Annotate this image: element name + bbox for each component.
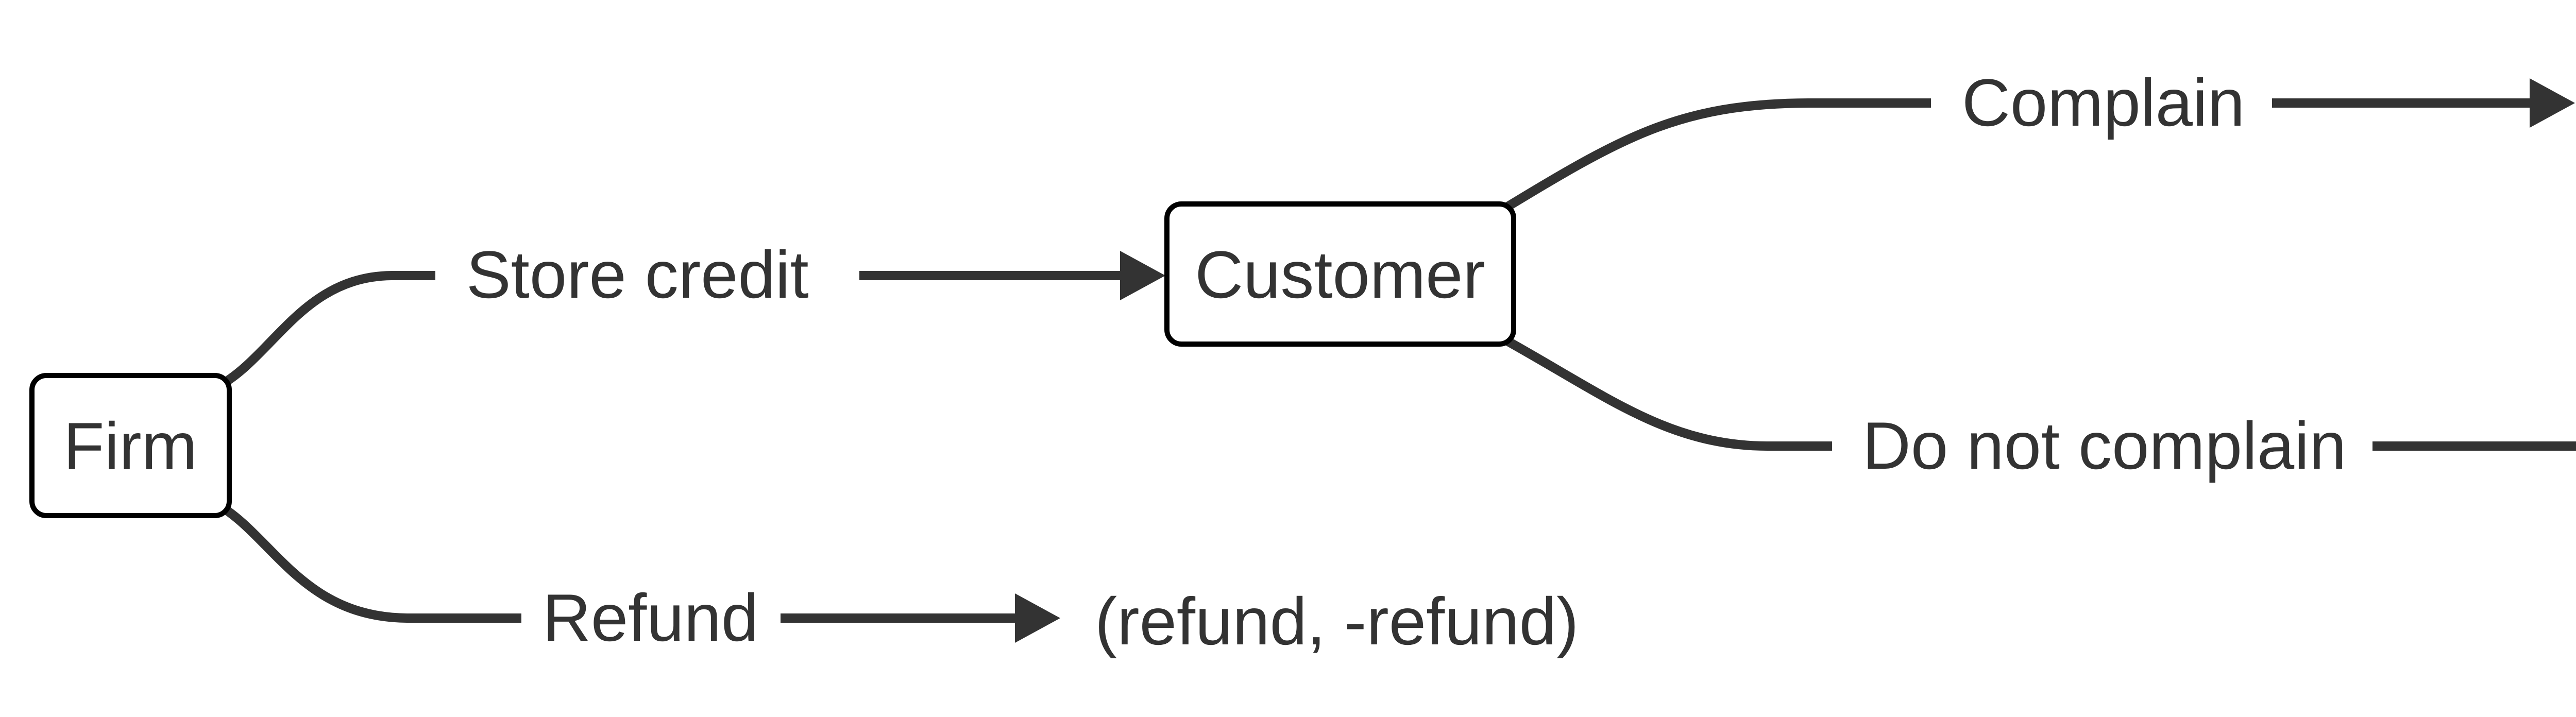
edge-firm-to-store-credit [214,271,435,391]
edge-firm-to-refund [214,500,521,623]
edge-label-refund: Refund [543,580,758,655]
edge-customer-to-complain [1489,98,1931,220]
edge-customer-to-do-not-complain [1489,328,1832,451]
node-firm-label: Firm [63,408,197,484]
node-firm [29,373,232,518]
node-customer [1164,201,1516,347]
nodes: Firm Customer [29,201,1516,518]
arrowhead-refund [1015,593,1060,643]
edge-label-store-credit: Store credit [466,237,809,312]
arrowhead-complain [2530,78,2575,128]
arrowhead-store-credit [1120,251,1165,300]
arrows [781,78,2576,643]
branch-edges [214,98,1931,623]
node-customer-label: Customer [1195,237,1485,312]
edge-label-do-not-complain: Do not complain [1862,408,2346,483]
payoff-refund: (refund, -refund) [1095,584,1579,659]
edge-label-complain: Complain [1962,65,2245,140]
edge-labels: Store credit Refund Complain Do not comp… [466,65,2346,655]
payoff-leaves: (refund-complaint, -complaint) (store cr… [1095,584,1579,659]
